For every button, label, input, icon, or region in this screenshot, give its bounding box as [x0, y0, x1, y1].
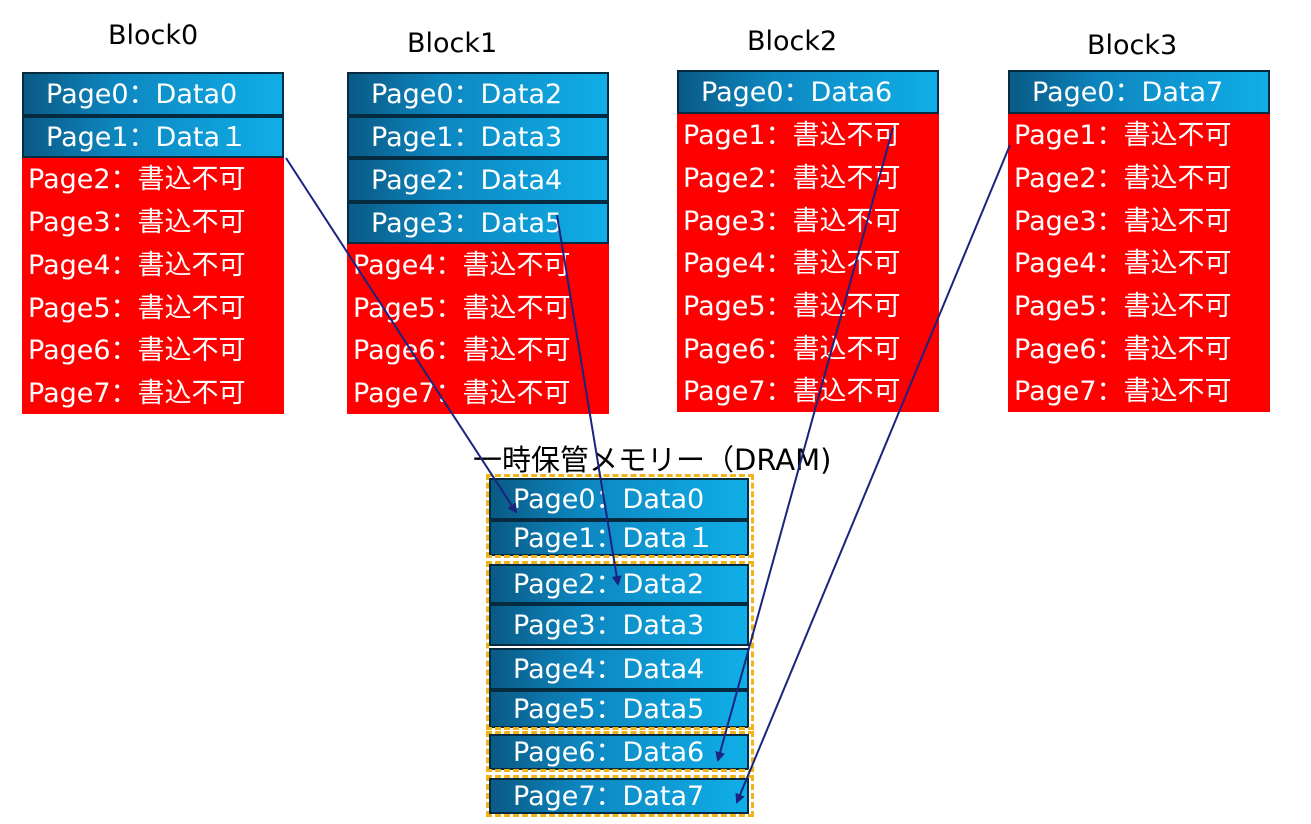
dram-title: 一時保管メモリー（DRAM): [473, 443, 832, 477]
dram-group-block0: [486, 474, 754, 558]
block0-page3: Page3：書込不可: [22, 201, 284, 244]
dram-page7: Page7：Data7: [489, 778, 749, 814]
dram-group-block3: [486, 775, 754, 817]
dram-page4: Page4：Data4: [489, 648, 749, 690]
block1-page6: Page6：書込不可: [347, 329, 609, 372]
block2-page7: Page7：書込不可: [677, 370, 939, 412]
block1-page3: Page3：Data5: [347, 202, 609, 244]
block0: Page0：Data0 Page1：Data１ Page2：書込不可 Page3…: [22, 72, 284, 414]
block0-page4: Page4：書込不可: [22, 244, 284, 287]
dram-group-block2: [486, 731, 754, 772]
block0-title: Block0: [108, 20, 199, 51]
block1-title: Block1: [407, 28, 498, 59]
block2-title: Block2: [747, 26, 838, 57]
block1-page2: Page2：Data4: [347, 158, 609, 202]
block0-page2: Page2：書込不可: [22, 158, 284, 201]
block1-page0: Page0：Data2: [347, 72, 609, 116]
block3-page3: Page3：書込不可: [1008, 200, 1270, 242]
block1-page4: Page4：書込不可: [347, 244, 609, 287]
block2-page2: Page2：書込不可: [677, 157, 939, 200]
dram-page5: Page5：Data5: [489, 690, 749, 728]
block0-page6: Page6：書込不可: [22, 329, 284, 372]
dram-page3: Page3：Data3: [489, 604, 749, 646]
block2-page1: Page1：書込不可: [677, 114, 939, 157]
block2-page4: Page4：書込不可: [677, 242, 939, 285]
block3: Page0：Data7 Page1：書込不可 Page2：書込不可 Page3：…: [1008, 70, 1270, 412]
block0-page1: Page1：Data１: [22, 116, 284, 158]
block1-page1: Page1：Data3: [347, 116, 609, 158]
block0-page7: Page7：書込不可: [22, 372, 284, 414]
block3-page7: Page7：書込不可: [1008, 370, 1270, 412]
dram-group-block1: [486, 561, 754, 730]
block3-page1: Page1：書込不可: [1008, 114, 1270, 157]
block2-page5: Page5：書込不可: [677, 285, 939, 328]
block2-page0: Page0：Data6: [677, 70, 939, 114]
block0-page0: Page0：Data0: [22, 72, 284, 116]
dram-page6: Page6：Data6: [489, 734, 749, 770]
block2-page6: Page6：書込不可: [677, 328, 939, 370]
block3-page5: Page5：書込不可: [1008, 285, 1270, 328]
block2: Page0：Data6 Page1：書込不可 Page2：書込不可 Page3：…: [677, 70, 939, 412]
block2-page3: Page3：書込不可: [677, 200, 939, 242]
block3-page4: Page4：書込不可: [1008, 242, 1270, 285]
block1-page7: Page7：書込不可: [347, 372, 609, 414]
block1-page5: Page5：書込不可: [347, 287, 609, 329]
block0-page5: Page5：書込不可: [22, 287, 284, 329]
block3-page6: Page6：書込不可: [1008, 328, 1270, 370]
block3-page2: Page2：書込不可: [1008, 157, 1270, 200]
block3-page0: Page0：Data7: [1008, 70, 1270, 114]
block1: Page0：Data2 Page1：Data3 Page2：Data4 Page…: [347, 72, 609, 414]
block3-title: Block3: [1087, 30, 1178, 61]
